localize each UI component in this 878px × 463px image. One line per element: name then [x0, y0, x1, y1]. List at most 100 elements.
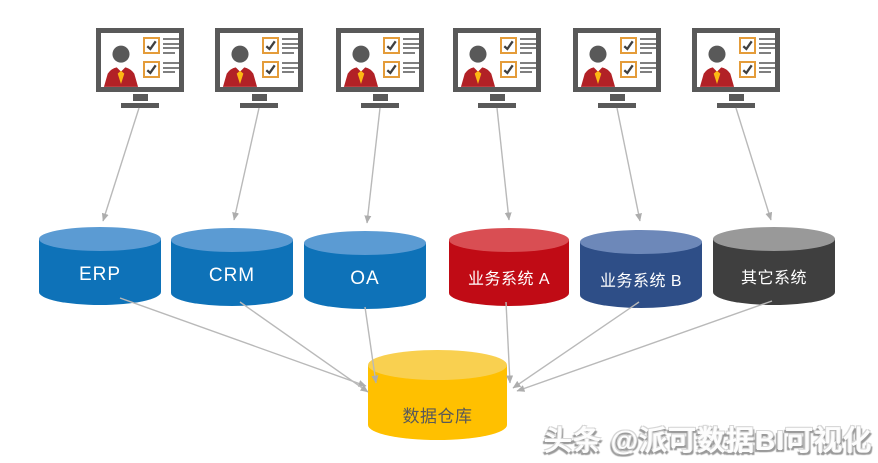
source-label-oa: OA [350, 268, 380, 289]
checklist-row [262, 37, 298, 56]
user-head [469, 45, 487, 63]
user-tie [357, 70, 365, 84]
text-lines-icon [759, 61, 775, 76]
user-tie [117, 70, 125, 84]
text-lines-icon [403, 61, 419, 76]
text-lines-icon [163, 37, 179, 56]
monitor-stand-neck [609, 94, 625, 101]
user-head [708, 45, 726, 63]
user-icon [460, 45, 496, 87]
cylinder-top [713, 227, 835, 251]
checklist-row [620, 37, 656, 56]
arrow-terminal2-to-crm [232, 107, 260, 221]
source-cylinder-other: 其它系统 [713, 227, 835, 305]
checkbox-checked-icon [739, 37, 756, 54]
terminal-monitor-3 [336, 28, 424, 108]
checklist-row [383, 61, 419, 78]
checklist-row [620, 61, 656, 78]
warehouse-label: 数据仓库 [402, 407, 473, 426]
monitor-frame-icon [96, 28, 184, 92]
check-icon [386, 64, 397, 75]
warehouse-cylinder: 数据仓库 [368, 350, 507, 440]
checklist-row [143, 37, 179, 56]
checkbox-checked-icon [383, 61, 400, 78]
user-tie [474, 70, 482, 84]
check-icon [742, 64, 753, 75]
checkbox-checked-icon [620, 61, 637, 78]
terminal-monitor-2 [215, 28, 303, 108]
text-lines-icon [520, 61, 536, 76]
cylinder-top [304, 231, 426, 255]
text-lines-icon [759, 37, 775, 56]
source-label-erp: ERP [78, 264, 122, 285]
monitor-frame-icon [453, 28, 541, 92]
arrow-terminal1-to-erp [101, 107, 140, 222]
checklist-row [500, 61, 536, 78]
arrow-other-to-warehouse [516, 300, 773, 392]
source-cylinder-biz-b: 业务系统 B [580, 230, 702, 308]
watermark-text: 头条 @派可数据BI可视化 [543, 425, 872, 456]
monitor-stand-neck [489, 94, 505, 101]
source-cylinder-oa: OA [304, 231, 426, 309]
checkbox-checked-icon [143, 37, 160, 54]
arrow-erp-to-warehouse [119, 297, 367, 387]
checklist-row [383, 37, 419, 56]
monitor-stand-base [240, 103, 278, 108]
check-icon [742, 40, 753, 51]
monitor-stand-neck [728, 94, 744, 101]
user-tie [594, 70, 602, 84]
source-label-biz-b: 业务系统 B [599, 273, 683, 290]
terminal-monitor-5 [573, 28, 661, 108]
text-lines-icon [163, 61, 179, 76]
checklist-row [143, 61, 179, 78]
user-icon [580, 45, 616, 87]
cylinder-top [449, 228, 569, 252]
checkbox-checked-icon [383, 37, 400, 54]
arrow-terminal6-to-other [735, 107, 773, 221]
source-cylinder-crm: CRM [171, 228, 293, 306]
user-head [231, 45, 249, 63]
checkbox-checked-icon [262, 37, 279, 54]
user-tie [236, 70, 244, 84]
checkbox-checked-icon [262, 61, 279, 78]
source-label-biz-a: 业务系统 A [467, 271, 551, 288]
arrow-terminal3-to-oa [364, 107, 381, 224]
user-icon [343, 45, 379, 87]
user-head [112, 45, 130, 63]
check-icon [623, 64, 634, 75]
monitor-stand-neck [132, 94, 148, 101]
checkbox-checked-icon [739, 61, 756, 78]
arrow-crm-to-warehouse [239, 301, 369, 393]
text-lines-icon [282, 61, 298, 76]
user-icon [222, 45, 258, 87]
user-tie [713, 70, 721, 84]
checklist-row [739, 61, 775, 78]
checkbox-checked-icon [500, 61, 517, 78]
monitor-stand-neck [372, 94, 388, 101]
checklist-row [500, 37, 536, 56]
monitor-stand-neck [251, 94, 267, 101]
user-head [352, 45, 370, 63]
check-icon [146, 64, 157, 75]
monitor-stand-base [598, 103, 636, 108]
monitor-stand-base [361, 103, 399, 108]
checkbox-checked-icon [500, 37, 517, 54]
text-lines-icon [640, 37, 656, 56]
user-head [589, 45, 607, 63]
monitor-stand-base [478, 103, 516, 108]
source-cylinder-biz-a: 业务系统 A [449, 228, 569, 306]
cylinder-top [580, 230, 702, 254]
monitor-stand-base [717, 103, 755, 108]
check-icon [386, 40, 397, 51]
check-icon [503, 64, 514, 75]
source-label-other: 其它系统 [740, 270, 807, 287]
source-label-crm: CRM [208, 265, 256, 286]
checklist-row [739, 37, 775, 56]
check-icon [146, 40, 157, 51]
arrow-terminal4-to-biza [496, 107, 512, 221]
check-icon [265, 64, 276, 75]
arrow-bizb-to-warehouse [512, 301, 640, 389]
checklist-row [262, 61, 298, 78]
terminal-monitor-6 [692, 28, 780, 108]
